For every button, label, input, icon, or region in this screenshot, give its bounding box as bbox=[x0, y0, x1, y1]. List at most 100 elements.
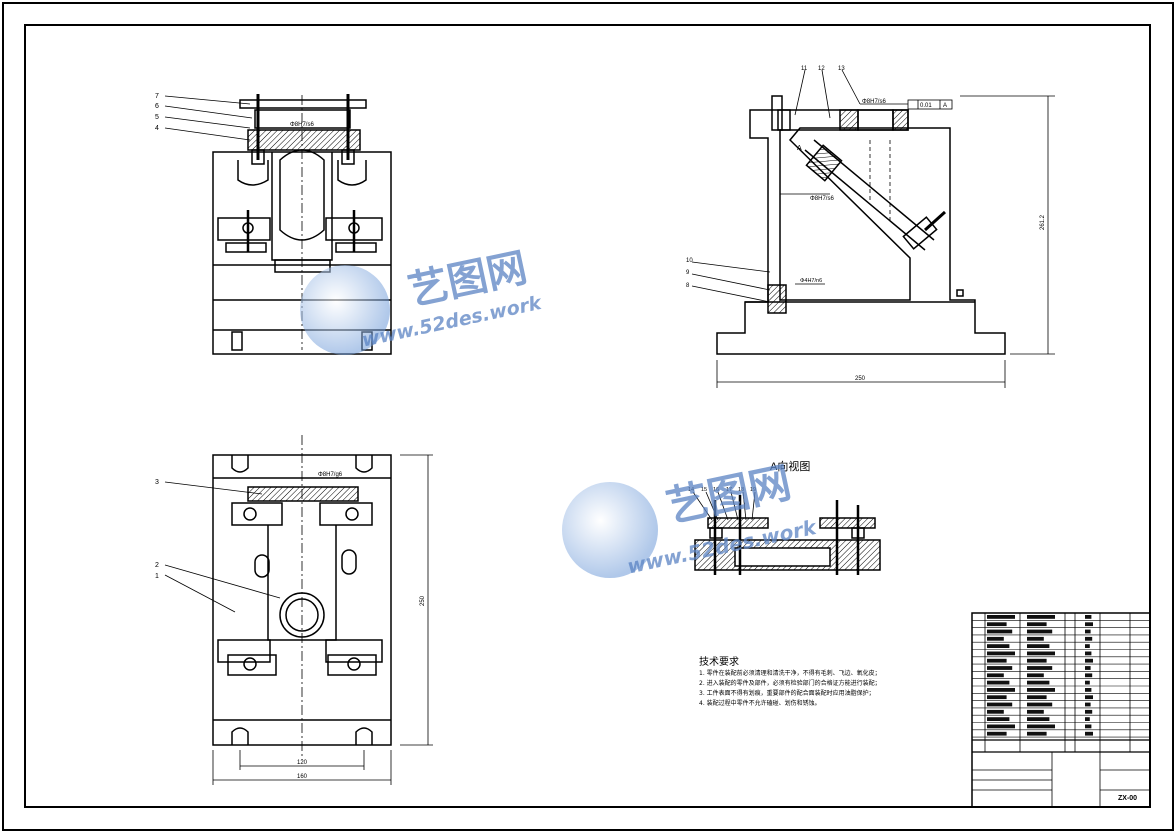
bom-cell-mark bbox=[1027, 636, 1044, 641]
balloon-10: 10 bbox=[686, 258, 693, 264]
bom-cell-mark bbox=[987, 695, 1007, 700]
a-direction-view bbox=[694, 495, 881, 575]
bom-cell-mark bbox=[1085, 636, 1093, 641]
bom-cell-mark bbox=[1085, 622, 1093, 627]
view-arrow-letter: A bbox=[797, 145, 802, 152]
bom-cell-mark bbox=[1027, 724, 1055, 729]
bom-cell-mark bbox=[987, 658, 1007, 663]
side-balloons bbox=[691, 69, 908, 303]
bom-cell-mark bbox=[987, 651, 1015, 656]
bom-cell-mark bbox=[1027, 622, 1047, 627]
balloon-14: 14 bbox=[688, 487, 694, 493]
balloon-2: 2 bbox=[155, 562, 159, 569]
bom-cell-mark bbox=[1027, 658, 1047, 663]
balloon-17: 17 bbox=[726, 487, 732, 493]
bom-cell-mark bbox=[1027, 666, 1053, 670]
tolerance-datum: A bbox=[943, 103, 947, 109]
bom-cell-mark bbox=[987, 709, 1004, 714]
bom-cell-mark bbox=[1027, 673, 1044, 678]
plan-view bbox=[212, 435, 433, 785]
balloon-8: 8 bbox=[686, 283, 690, 289]
balloon-13: 13 bbox=[838, 66, 845, 72]
bom-cell-mark bbox=[987, 724, 1015, 729]
balloon-1: 1 bbox=[155, 573, 159, 580]
balloon-5: 5 bbox=[155, 114, 159, 121]
bom-cell-mark bbox=[1085, 615, 1092, 619]
bom-cell-mark bbox=[987, 615, 1015, 619]
bom-cell-mark bbox=[987, 731, 1007, 736]
bom-table bbox=[971, 612, 1151, 808]
bom-cell-mark bbox=[1027, 615, 1055, 619]
bom-cell-mark bbox=[1027, 688, 1055, 692]
bom-cell-mark bbox=[1085, 731, 1093, 736]
bom-cell-mark bbox=[987, 644, 1010, 648]
bom-cell-mark bbox=[1085, 702, 1091, 707]
drawing-code: ZX-00 bbox=[1118, 795, 1137, 802]
bom-cell-mark bbox=[1085, 644, 1090, 648]
bom-cell-mark bbox=[1085, 680, 1090, 685]
tolerance-value: 0.01 bbox=[920, 103, 932, 109]
bom-cell-mark bbox=[1027, 717, 1050, 721]
bom-cell-mark bbox=[1027, 709, 1044, 714]
bom-cell-mark bbox=[987, 629, 1013, 634]
dim-outer-width: 160 bbox=[297, 774, 308, 780]
bom-cell-mark bbox=[1027, 644, 1050, 648]
front-fit-label: Φ8H7/s6 bbox=[290, 122, 314, 128]
inner-border bbox=[24, 24, 1151, 808]
tech-item-4: 4. 装配过程中零件不允许磕碰、划伤和锈蚀。 bbox=[699, 700, 821, 707]
aview-title: A向视图 bbox=[770, 459, 810, 473]
plan-balloons bbox=[164, 477, 362, 613]
bom-cell-mark bbox=[987, 622, 1007, 627]
bom-cell-mark bbox=[1027, 731, 1047, 736]
plan-fit-label: Φ8H7/g6 bbox=[318, 472, 343, 478]
aview-balloons bbox=[692, 491, 756, 521]
balloon-9: 9 bbox=[686, 270, 690, 276]
bom-cell-mark bbox=[987, 688, 1015, 692]
bom-cell-mark bbox=[987, 636, 1004, 641]
bom-cell-mark bbox=[987, 673, 1004, 678]
bom-cell-mark bbox=[1085, 688, 1092, 692]
balloon-3: 3 bbox=[155, 479, 159, 486]
balloon-12: 12 bbox=[818, 66, 825, 72]
tech-item-3: 3. 工件表面不得有划痕，重要部件的配合面装配时应用油脂保护； bbox=[699, 690, 875, 697]
balloon-15: 15 bbox=[701, 487, 707, 493]
side-fit-low: Φ4H7/n6 bbox=[800, 278, 822, 284]
balloon-7: 7 bbox=[155, 93, 159, 100]
balloon-19: 19 bbox=[750, 487, 756, 493]
bom-cell-mark bbox=[987, 702, 1013, 707]
bom-cell-mark bbox=[1027, 702, 1053, 707]
bom-cell-mark bbox=[1085, 724, 1092, 729]
bom-cell-mark bbox=[1027, 629, 1053, 634]
balloon-6: 6 bbox=[155, 103, 159, 110]
side-fit-top: Φ8H7/s6 bbox=[862, 99, 886, 105]
bom-cell-mark bbox=[1027, 651, 1055, 656]
tech-item-1: 1. 零件在装配前必须清理和清洗干净，不得有毛刺、飞边、氧化皮； bbox=[699, 670, 881, 677]
bom-cell-mark bbox=[1027, 695, 1047, 700]
bom-cell-mark bbox=[987, 717, 1010, 721]
bom-cell-mark bbox=[1027, 680, 1050, 685]
bom-cell-mark bbox=[987, 666, 1013, 670]
bom-rows bbox=[972, 615, 1150, 738]
bom-cell-mark bbox=[1085, 717, 1090, 721]
dim-inner-width: 120 bbox=[297, 760, 308, 766]
front-balloons bbox=[164, 95, 330, 141]
balloon-11: 11 bbox=[801, 66, 808, 72]
bom-cell-mark bbox=[1085, 651, 1092, 656]
watermark-globe-icon-2 bbox=[562, 482, 658, 578]
balloon-4: 4 bbox=[155, 125, 159, 132]
dim-width-side: 250 bbox=[855, 376, 866, 382]
side-fit-mid: Φ8H7/s6 bbox=[810, 196, 834, 202]
bom-cell-mark bbox=[1085, 673, 1093, 678]
bom-cell-mark bbox=[1085, 666, 1091, 670]
dim-height-plan: 250 bbox=[420, 595, 426, 606]
tech-requirements-title: 技术要求 bbox=[699, 657, 739, 668]
tech-item-2: 2. 进入装配的零件及部件，必须有检验部门的合格证方能进行装配； bbox=[699, 680, 881, 687]
dim-height-side: 261.2 bbox=[1040, 214, 1046, 230]
bom-cell-mark bbox=[1085, 658, 1093, 663]
balloon-16: 16 bbox=[713, 487, 719, 493]
side-view bbox=[716, 95, 1055, 388]
balloon-18: 18 bbox=[738, 487, 744, 493]
watermark-globe-icon bbox=[300, 265, 390, 355]
